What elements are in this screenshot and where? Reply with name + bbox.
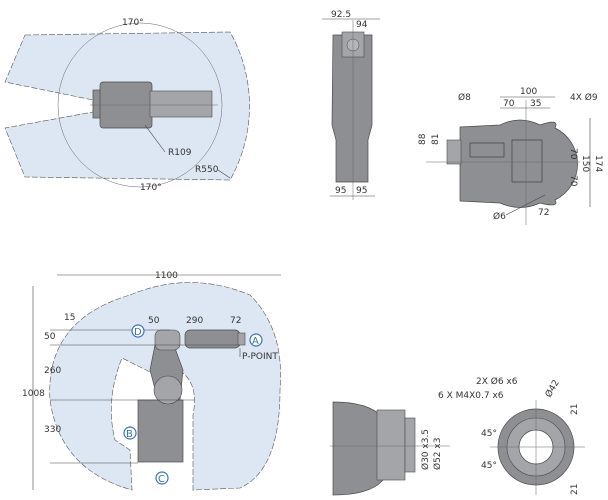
angle-45-top: 45° [481, 429, 497, 439]
side-view: 92.5 94 95 95 [322, 10, 380, 200]
svg-text:B: B [126, 429, 133, 440]
top-view-reach-circle [57, 22, 223, 188]
dim-150: 150 [580, 155, 590, 172]
pin-holes-label: 2X Ø6 x6 [476, 376, 518, 387]
base-view: Ø8 100 70 35 4X Ø9 88 81 70 150 70 174 Ø… [418, 87, 603, 225]
marker-b: B [123, 426, 137, 440]
reach-base [137, 399, 184, 463]
dim-15: 15 [64, 313, 75, 323]
dim-330: 330 [44, 425, 61, 435]
angle-top-label: 170° [122, 18, 144, 28]
thread-holes-label: 6 X M4X0.7 x6 [438, 391, 504, 401]
reach-elbow-joint [153, 375, 183, 405]
svg-text:C: C [158, 474, 165, 485]
dim-260: 260 [44, 366, 61, 376]
dim-35: 35 [530, 99, 541, 109]
dim-92-5: 92.5 [331, 10, 351, 20]
dim-95-right: 95 [356, 186, 367, 196]
top-view: R109 R550 170° 170° [4, 18, 250, 193]
flange-side-body [332, 401, 384, 496]
dim-1008: 1008 [22, 389, 45, 399]
dim-d30: Ø30 x3.5 [420, 429, 431, 470]
r550-label: R550 [195, 165, 219, 175]
dim-95-left: 95 [335, 186, 346, 196]
marker-a: A [249, 333, 263, 347]
dim-50-left: 50 [44, 332, 56, 342]
angle-bottom-label: 170° [140, 183, 162, 193]
p-point-label: P-POINT [242, 352, 278, 362]
dim-88: 88 [418, 133, 428, 145]
dim-21-bottom: 21 [570, 484, 580, 495]
flange-view: Ø30 x3.5 Ø52 x3 2X Ø6 x6 6 X M4X0.7 x6 Ø… [330, 376, 585, 496]
holes-4x-d9-label: 4X Ø9 [570, 92, 598, 103]
side-view-body [331, 34, 373, 183]
flange-side-plate [376, 409, 406, 481]
dim-d52: Ø52 x3 [432, 438, 443, 470]
marker-c: C [155, 471, 169, 485]
angle-45-bottom: 45° [481, 461, 497, 471]
dim-100: 100 [520, 87, 537, 97]
reach-view: 1100 1008 15 50 50 290 72 260 330 P-POIN… [22, 271, 281, 491]
dim-70-lower: 70 [568, 175, 578, 187]
dim-70-h: 70 [503, 99, 515, 109]
dim-21-top: 21 [570, 404, 580, 415]
dim-72-reach: 72 [230, 316, 241, 326]
hole-d8-label: Ø8 [458, 92, 471, 103]
dim-290: 290 [186, 316, 203, 326]
base-connector [446, 139, 462, 165]
dim-174: 174 [593, 155, 603, 172]
marker-d: D [131, 324, 145, 338]
svg-text:A: A [252, 336, 259, 347]
r109-label: R109 [168, 148, 192, 158]
dim-50-top: 50 [148, 316, 160, 326]
base-plate [459, 119, 578, 208]
top-view-arm [149, 90, 213, 118]
hole-d6-label: Ø6 [493, 211, 506, 222]
pcd-label: Ø42 [543, 378, 562, 400]
svg-text:D: D [134, 327, 142, 338]
dim-94: 94 [356, 20, 368, 30]
dim-70-upper: 70 [568, 148, 578, 160]
dim-72: 72 [538, 208, 549, 218]
dim-1100: 1100 [155, 271, 178, 281]
dim-81: 81 [431, 134, 441, 145]
